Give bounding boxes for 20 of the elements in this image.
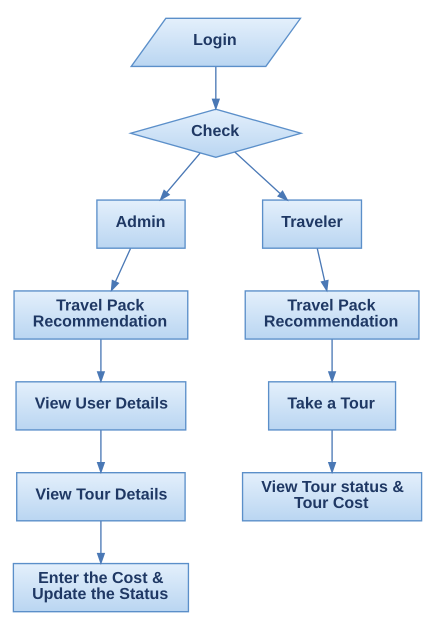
arrow: [328, 430, 336, 474]
arrow: [159, 152, 200, 201]
node-box: Travel Pack Recommendation: [13, 290, 188, 340]
node-box: Enter the Cost & Update the Status: [12, 562, 190, 612]
arrow: [96, 520, 106, 564]
node-box: Travel Pack Recommendation: [244, 290, 420, 340]
arrow: [316, 248, 329, 292]
node-box: View Tour Details: [16, 472, 186, 521]
node-box: Admin: [96, 198, 186, 248]
arrow: [328, 339, 336, 383]
node-box: View User Details: [15, 380, 186, 430]
node-diamond: Check: [128, 108, 304, 158]
arrow: [110, 248, 132, 292]
arrow: [96, 339, 106, 383]
node-box: Take a Tour: [268, 380, 396, 430]
arrow: [234, 151, 289, 201]
arrow: [96, 430, 106, 474]
arrow: [212, 66, 220, 110]
node-box: View Tour status & Tour Cost: [242, 472, 422, 521]
node-box: Traveler: [262, 198, 362, 248]
